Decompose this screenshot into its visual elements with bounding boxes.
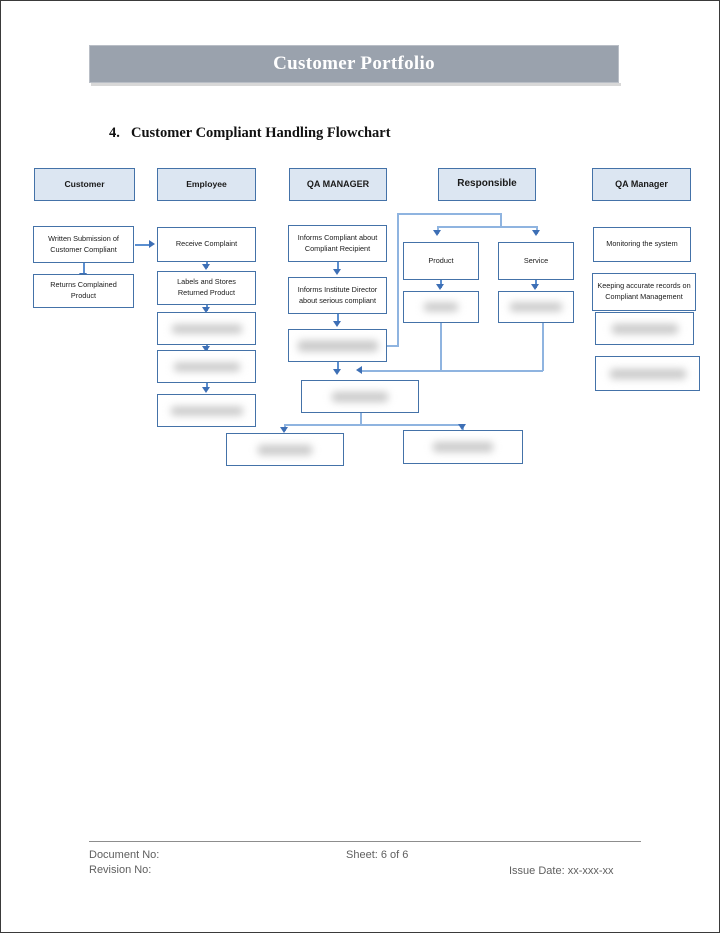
arrow-left-center [356, 366, 362, 374]
responsible-box-3 [403, 291, 479, 323]
arrow-down-employee-2 [202, 307, 210, 313]
employee-box-3 [157, 312, 256, 345]
responsible-box-product: Product [403, 242, 479, 280]
redaction-bar [433, 442, 493, 452]
employee-box-5 [157, 394, 256, 427]
connector-employee-4-5 [206, 383, 208, 390]
employee-box-2: Labels and Stores Returned Product [157, 271, 256, 305]
arrow-down-product-2 [436, 284, 444, 290]
redaction-bar [510, 302, 562, 312]
connector-top-branch [397, 213, 501, 215]
section-heading: 4. Customer Compliant Handling Flowchart [109, 125, 629, 142]
employee-box-4 [157, 350, 256, 383]
connector-bottom-split [284, 424, 464, 426]
arrow-down-employee-4 [202, 387, 210, 393]
arrow-down-service-2 [531, 284, 539, 290]
qa-right-box-2: Keeping accurate records on Compliant Ma… [592, 273, 696, 311]
arrow-down-product [433, 230, 441, 236]
connector-branch-split [437, 226, 537, 228]
responsible-box-service: Service [498, 242, 574, 280]
connector-resp3-down [440, 323, 442, 371]
arrow-down-employee-3 [202, 346, 210, 352]
qa-right-box-1: Monitoring the system [593, 227, 691, 262]
connector-qa3-vertical [397, 213, 399, 346]
bottom-left-box [226, 433, 344, 466]
column-header-responsible: Responsible [438, 168, 536, 201]
section-number: 4. [109, 125, 120, 141]
qa-manager-box-1: Informs Compliant about Compliant Recipi… [288, 225, 387, 262]
connector-center-stem [360, 413, 362, 425]
bottom-right-box [403, 430, 523, 464]
section-title: Customer Compliant Handling Flowchart [131, 125, 391, 141]
arrow-down-bottom-left [280, 427, 288, 433]
footer-divider [89, 841, 641, 842]
arrow-down-service [532, 230, 540, 236]
column-header-employee: Employee [157, 168, 256, 201]
arrow-down-employee-1 [202, 264, 210, 270]
customer-box-1: Written Submission of Customer Compliant [33, 226, 134, 263]
arrow-down-qa-1 [333, 269, 341, 275]
arrow-down-bottom-right [458, 424, 466, 430]
bottom-center-box [301, 380, 419, 413]
connector-qa-1-2 [337, 262, 339, 272]
redaction-bar [609, 368, 686, 379]
redaction-bar [258, 444, 312, 455]
footer-sheet: Sheet: 6 of 6 [346, 849, 409, 861]
connector-qa3-center [337, 362, 339, 372]
redaction-bar [171, 324, 242, 333]
redaction-bar [170, 406, 243, 415]
qa-manager-box-3 [288, 329, 387, 362]
connector-qa3-right [387, 345, 399, 347]
customer-box-2: Returns Complained Product [33, 274, 134, 308]
connector-branch-stem [500, 213, 502, 227]
footer-document-no: Document No: [89, 849, 160, 861]
footer-revision-no: Revision No: [89, 864, 152, 876]
responsible-box-4 [498, 291, 574, 323]
arrow-down-qa-2 [333, 321, 341, 327]
qa-right-box-3 [595, 312, 694, 345]
column-header-qa-manager: QA MANAGER [289, 168, 387, 201]
connector-customer-1-2 [83, 263, 85, 275]
redaction-bar [424, 302, 458, 312]
column-header-customer: Customer [34, 168, 135, 201]
qa-manager-box-2: Informs Institute Director about serious… [288, 277, 387, 314]
connector-customer-employee [135, 244, 151, 246]
employee-box-1: Receive Complaint [157, 227, 256, 262]
arrow-right-customer-employee [149, 240, 155, 248]
redaction-bar [297, 340, 378, 351]
footer-issue-date: Issue Date: xx-xxx-xx [509, 865, 614, 877]
redaction-bar [611, 323, 678, 334]
column-header-qa-manager-right: QA Manager [592, 168, 691, 201]
redaction-bar [332, 391, 388, 402]
redaction-bar [173, 362, 240, 371]
banner-shadow [91, 83, 621, 86]
arrow-down-center [333, 369, 341, 375]
connector-resp-to-center [361, 370, 543, 372]
qa-right-box-4 [595, 356, 700, 391]
connector-resp4-down [542, 323, 544, 371]
connector-qa-2-3 [337, 314, 339, 324]
page-banner: Customer Portfolio [89, 45, 619, 83]
banner-title: Customer Portfolio [273, 53, 435, 74]
